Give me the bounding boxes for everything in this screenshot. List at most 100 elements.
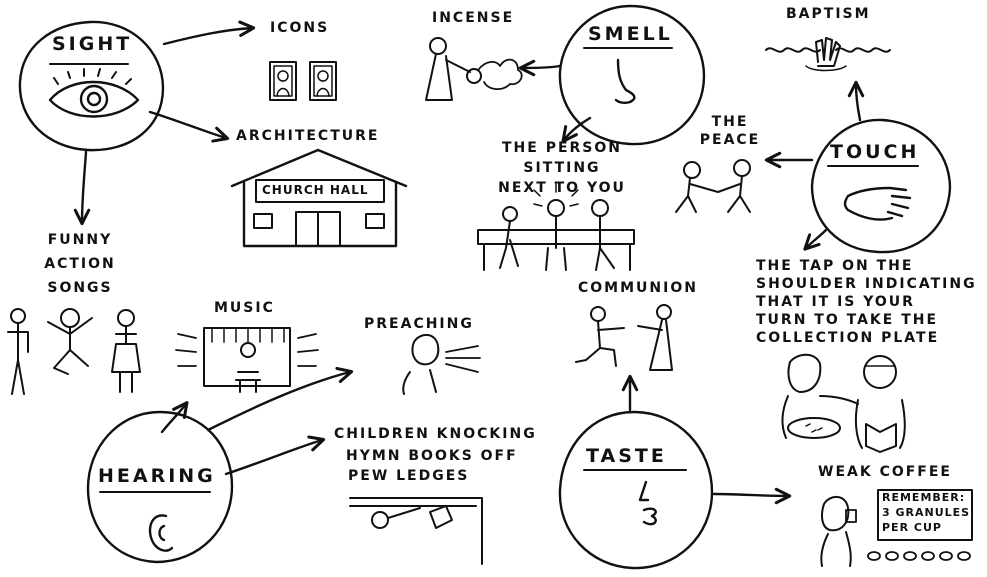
icon-painting-left xyxy=(269,61,297,101)
person-next-line-1: THE PERSON xyxy=(501,140,622,156)
coffee-sign-line-3: PER CUP xyxy=(882,521,942,534)
coffee-cups-row xyxy=(867,551,971,561)
pew-ledge xyxy=(349,497,483,565)
touch-hub xyxy=(810,118,952,254)
church-door-right xyxy=(317,211,341,247)
woman-with-plate xyxy=(781,353,859,439)
arrow-touch-tap xyxy=(803,228,828,251)
ear-icon xyxy=(148,514,174,552)
eye-icon xyxy=(48,68,140,118)
water-waves xyxy=(765,47,891,53)
pew-person-middle xyxy=(533,183,579,271)
church-door-left xyxy=(295,211,319,247)
touch-hub-label: TOUCH xyxy=(830,141,920,163)
peace-line-2: PEACE xyxy=(699,132,761,148)
incense-label: INCENSE xyxy=(432,10,515,26)
coffee-scene xyxy=(820,489,973,567)
hearing-hub xyxy=(86,410,234,564)
coffee-sign-line-1: REMEMBER: xyxy=(882,491,966,504)
church-roof xyxy=(230,148,408,188)
nose-icon xyxy=(614,58,636,105)
connector-arrows xyxy=(73,20,865,505)
icons-label: ICONS xyxy=(270,20,330,36)
funny-songs-line-1: FUNNY xyxy=(47,232,113,248)
arrow-sight-songs xyxy=(73,150,91,226)
church-window-left xyxy=(253,213,273,229)
tap-line-1: THE TAP ON THE xyxy=(756,258,914,274)
weak-coffee-label: WEAK COFFEE xyxy=(818,464,952,480)
thurible xyxy=(445,59,471,73)
arrow-smell-person xyxy=(561,116,592,143)
arrow-sight-architecture xyxy=(148,110,230,143)
taste-hub xyxy=(558,410,714,570)
preaching-label: PREACHING xyxy=(364,316,474,332)
person-standing-right xyxy=(111,309,141,393)
hand-icon xyxy=(843,186,912,221)
arrow-touch-baptism xyxy=(847,80,865,122)
baptism-hand xyxy=(815,37,841,67)
kneeling-person xyxy=(575,306,625,367)
architecture-label: ARCHITECTURE xyxy=(236,128,380,144)
tap-line-5: COLLECTION PLATE xyxy=(756,330,940,346)
church-hall-sign-text: CHURCH HALL xyxy=(262,183,369,197)
preacher-scene xyxy=(402,334,481,395)
person-standing-left xyxy=(7,308,29,395)
smell-hub-label: SMELL xyxy=(588,23,673,45)
hearing-hub-label: HEARING xyxy=(98,465,216,487)
sight-hub-label: SIGHT xyxy=(52,33,133,55)
tap-line-4: TURN TO TAKE THE xyxy=(756,312,939,328)
coffee-sign-line-2: 3 GRANULES xyxy=(882,506,971,519)
peace-line-1: THE xyxy=(711,114,749,130)
tap-line-2: SHOULDER INDICATING xyxy=(756,276,977,292)
coffee-drinker xyxy=(820,496,857,567)
communion-scene xyxy=(575,304,673,371)
incense-bearer xyxy=(425,37,523,101)
preacher-head xyxy=(411,334,440,366)
incense-smoke xyxy=(477,58,523,90)
organ xyxy=(203,327,291,387)
church-hall-building xyxy=(230,148,408,248)
person-jumping xyxy=(47,308,93,375)
baptism-scene xyxy=(765,37,891,72)
pew-person-right xyxy=(591,199,615,271)
sound-lines-left xyxy=(175,333,197,367)
mouth-icon xyxy=(638,480,657,526)
sight-hub xyxy=(18,20,165,152)
sound-lines-right xyxy=(297,333,319,367)
collection-plate-scene xyxy=(781,353,906,453)
person-next-line-2: SITTING xyxy=(523,160,601,176)
arrow-hearing-children xyxy=(224,435,326,476)
organist xyxy=(240,342,256,358)
priest xyxy=(637,304,673,371)
communion-label: COMMUNION xyxy=(578,280,698,296)
arrow-sight-icons xyxy=(162,20,256,46)
funny-songs-line-2: ACTION xyxy=(44,256,116,272)
arrow-hearing-preaching xyxy=(206,366,354,432)
taste-hub-label: TASTE xyxy=(586,445,667,467)
icon-painting-right xyxy=(309,61,337,101)
pew-person-left xyxy=(499,206,519,269)
speech-lines xyxy=(445,345,481,373)
icon-paintings xyxy=(269,61,337,101)
arrow-hearing-music xyxy=(160,401,189,434)
children-line-1: CHILDREN KNOCKING xyxy=(334,426,537,442)
church-hall-sign xyxy=(255,179,385,203)
falling-hymnbook xyxy=(429,505,453,529)
dancing-people xyxy=(7,308,141,395)
child-head xyxy=(371,511,389,529)
church-window-right xyxy=(365,213,385,229)
pew-scene xyxy=(477,183,635,271)
coffee-cup xyxy=(845,509,857,523)
coffee-sign xyxy=(877,489,973,541)
tap-line-3: THAT IT IS YOUR xyxy=(756,294,915,310)
collection-plate xyxy=(787,417,841,439)
music-label: MUSIC xyxy=(214,300,275,316)
pew-ledge-scene xyxy=(349,497,483,565)
funny-songs-line-3: SONGS xyxy=(47,280,113,296)
baptism-label: BAPTISM xyxy=(786,6,871,22)
arrow-taste-coffee xyxy=(712,487,792,505)
organ-scene xyxy=(175,327,319,393)
man-with-hymnbook xyxy=(854,355,906,453)
